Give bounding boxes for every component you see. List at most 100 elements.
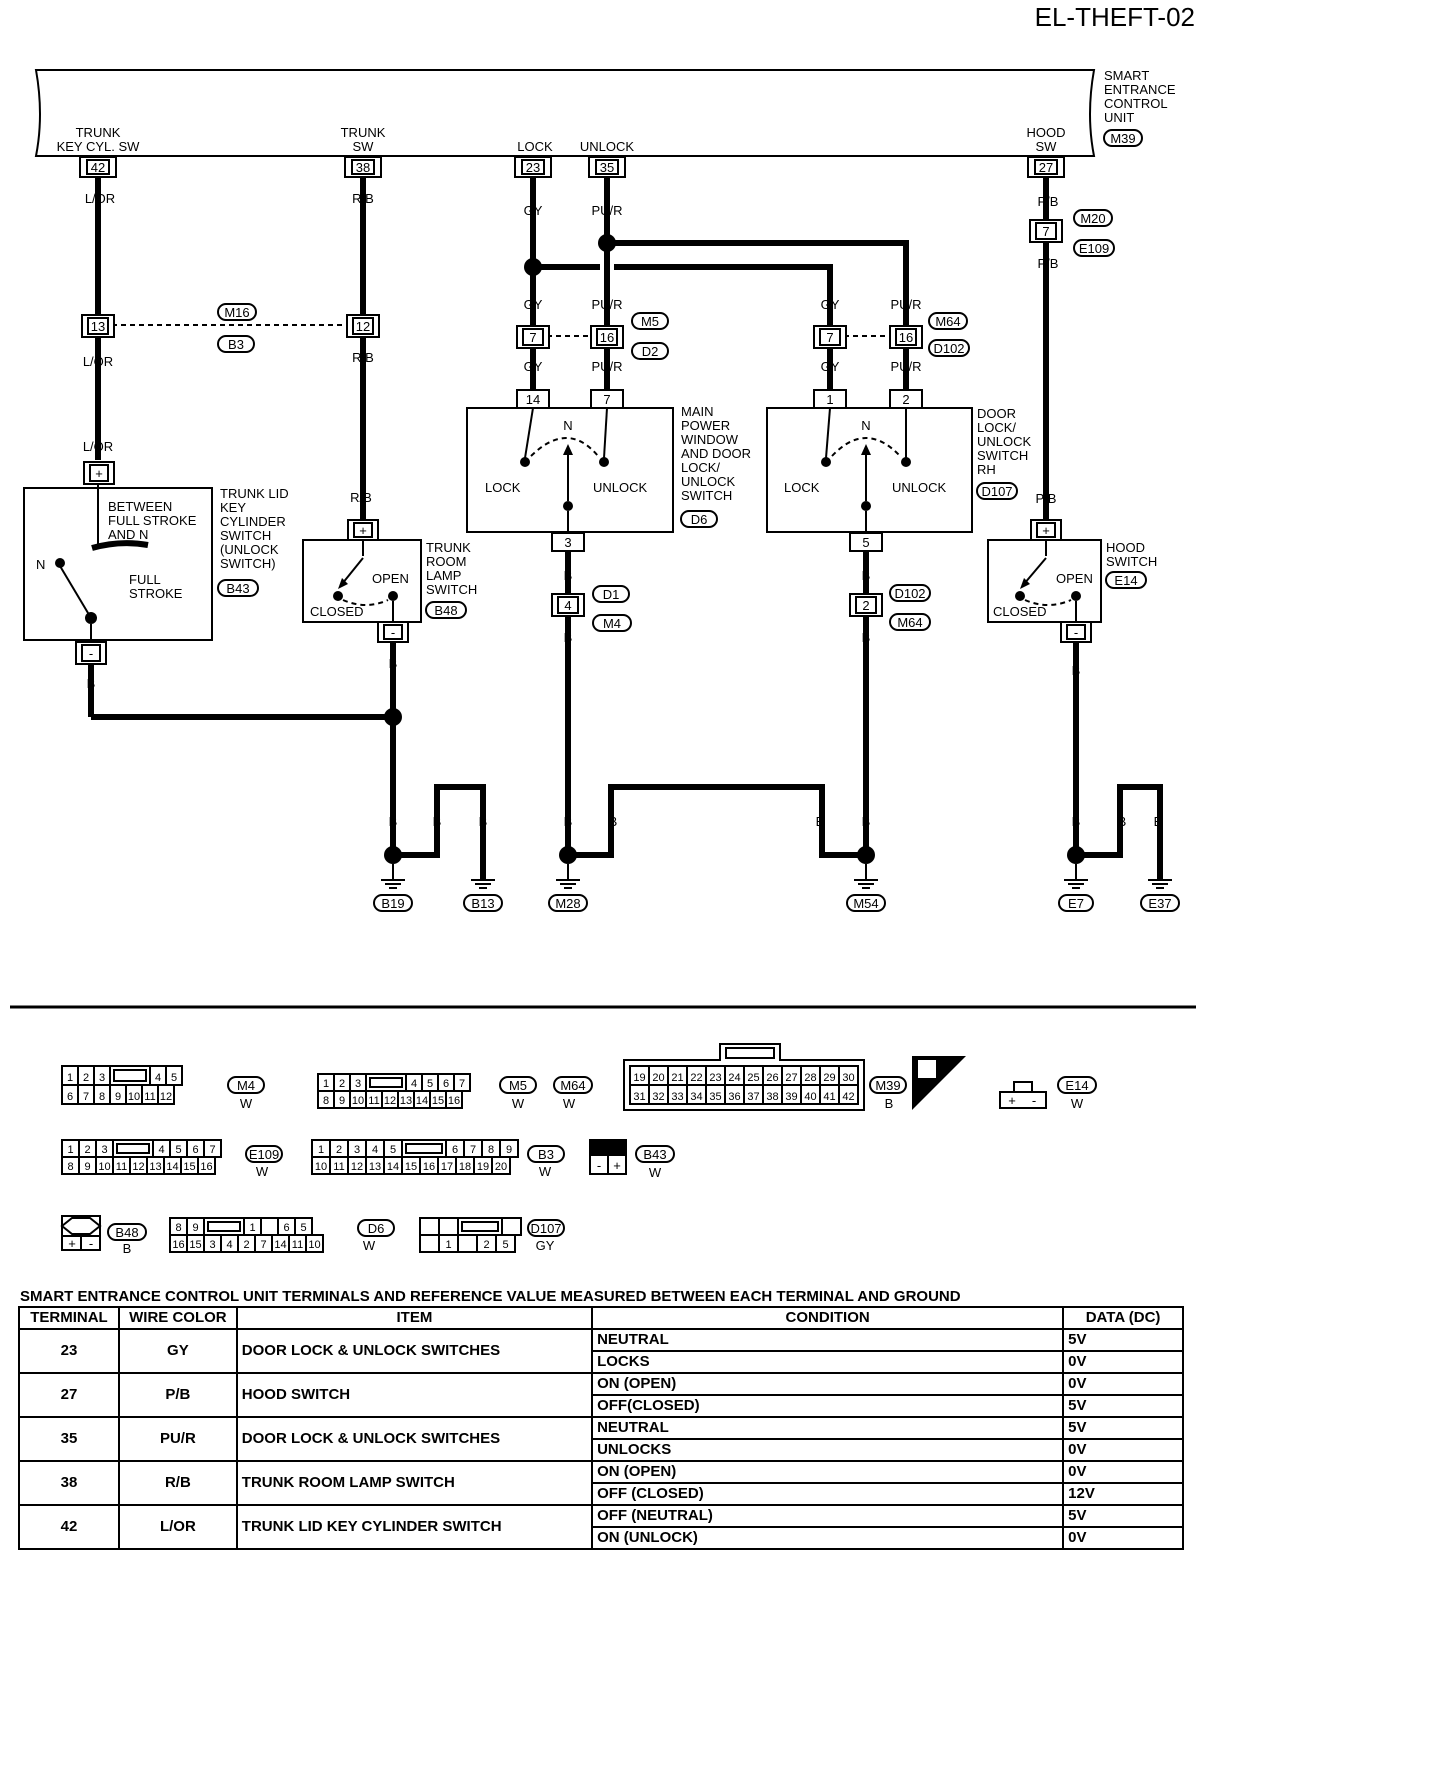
svg-text:UNLOCK: UNLOCK xyxy=(593,480,648,495)
pin-number: 8 xyxy=(488,1144,494,1156)
wire-label: P/B xyxy=(1038,194,1059,209)
table-cell-condition: ON (OPEN) xyxy=(591,1460,1065,1484)
door-lock-unlock-switch-rh: N LOCK UNLOCK DOOR LOCK/ UNLOCK SWITCH R… xyxy=(766,406,1032,533)
wire-label: B xyxy=(609,814,618,829)
connector-view-b43: - + B43 W xyxy=(589,1139,675,1180)
pin-number: 36 xyxy=(728,1091,740,1103)
svg-text:POWER: POWER xyxy=(681,418,730,433)
pin-number: 9 xyxy=(192,1222,198,1234)
smart-entrance-control-unit: SMART ENTRANCE CONTROL UNIT M39 TRUNK KE… xyxy=(34,68,1176,157)
table-cell-data: 5V xyxy=(1062,1504,1184,1528)
svg-text:LOCK/: LOCK/ xyxy=(977,420,1016,435)
pin-number: 42 xyxy=(842,1091,854,1103)
pin-number: 22 xyxy=(690,1072,702,1084)
terminal-label: SW xyxy=(1036,139,1058,154)
pin-number: 10 xyxy=(128,1091,140,1103)
connector-id: M64 xyxy=(560,1078,585,1093)
terminal-label: TRUNK xyxy=(341,125,386,140)
table-row: ON (UNLOCK)0V xyxy=(19,1526,1184,1550)
svg-text:B: B xyxy=(123,1241,132,1256)
pin-number: 2 xyxy=(83,1072,89,1084)
pin-number: 32 xyxy=(652,1091,664,1103)
svg-text:CYLINDER: CYLINDER xyxy=(220,514,286,529)
table-cell-data: 0V xyxy=(1062,1438,1184,1462)
table-cell-terminal: 23 xyxy=(18,1328,120,1374)
terminal-label: SW xyxy=(353,139,375,154)
table-header: ITEM xyxy=(235,1306,594,1330)
terminal-label: KEY CYL. SW xyxy=(57,139,141,154)
pin-number: 38 xyxy=(766,1091,778,1103)
pin-number: 13 xyxy=(149,1161,161,1173)
svg-text:AND N: AND N xyxy=(108,527,148,542)
svg-text:TRUNK: TRUNK xyxy=(426,540,471,555)
pin-number: 28 xyxy=(804,1072,816,1084)
pin-number: 19 xyxy=(477,1161,489,1173)
connector-id: B43 xyxy=(226,581,249,596)
svg-text:FULL: FULL xyxy=(129,572,161,587)
pin-number: 3 xyxy=(209,1239,215,1251)
table-cell-item: DOOR LOCK & UNLOCK SWITCHES xyxy=(235,1416,594,1462)
pin-number: 25 xyxy=(747,1072,759,1084)
pin-number: 15 xyxy=(432,1095,444,1107)
pin-number: 16 xyxy=(172,1239,184,1251)
pin-number: 9 xyxy=(339,1095,345,1107)
svg-text:UNLOCK: UNLOCK xyxy=(892,480,947,495)
pin-number: 1 xyxy=(67,1072,73,1084)
pin-38: 38 xyxy=(356,160,370,175)
wire-label: B xyxy=(564,568,573,583)
table-cell-terminal: 27 xyxy=(18,1372,120,1418)
svg-text:N: N xyxy=(861,418,870,433)
table-cell-condition: NEUTRAL xyxy=(591,1328,1065,1352)
pin-number: 17 xyxy=(441,1161,453,1173)
pin-7: 7 xyxy=(529,330,536,345)
pin-number: 7 xyxy=(260,1239,266,1251)
connector-id: D102 xyxy=(933,341,964,356)
pin-number: 10 xyxy=(315,1161,327,1173)
ground-id: E7 xyxy=(1068,896,1084,911)
svg-text:W: W xyxy=(649,1165,662,1180)
table-cell-terminal: 42 xyxy=(18,1504,120,1550)
terminal-label: HOOD xyxy=(1027,125,1066,140)
pin-number: 41 xyxy=(823,1091,835,1103)
splice-points xyxy=(384,234,616,726)
table-cell-terminal: 38 xyxy=(18,1460,120,1506)
wire-label: B xyxy=(564,814,573,829)
pin-number: 5 xyxy=(171,1072,177,1084)
wire-label: B xyxy=(1072,663,1081,678)
pin-14: 14 xyxy=(526,392,540,407)
connector-color: GY xyxy=(536,1238,555,1253)
table-header: DATA (DC) xyxy=(1062,1306,1184,1330)
pin-number: 10 xyxy=(308,1239,320,1251)
svg-text:BETWEEN: BETWEEN xyxy=(108,499,172,514)
svg-text:-: - xyxy=(1032,1093,1036,1108)
connector-pins: 42 38 23 35 27 13 12 7 16 7 16 7 14 7 1 … xyxy=(75,156,1092,665)
svg-text:-: - xyxy=(89,1236,93,1251)
wire-label: B xyxy=(1154,814,1163,829)
svg-text:B48: B48 xyxy=(115,1225,138,1240)
ecu-name-line: UNIT xyxy=(1104,110,1134,125)
pin-number: 2 xyxy=(483,1239,489,1251)
pin-number: 20 xyxy=(495,1161,507,1173)
connector-id: B48 xyxy=(434,603,457,618)
svg-text:UNLOCK: UNLOCK xyxy=(977,434,1032,449)
wire-label: GY xyxy=(524,359,543,374)
pin-35: 35 xyxy=(600,160,614,175)
svg-text:-: - xyxy=(597,1158,601,1173)
pin-number: 5 xyxy=(427,1078,433,1090)
table-cell-condition: OFF (CLOSED) xyxy=(591,1482,1065,1506)
connector-color: W xyxy=(363,1238,376,1253)
pin-number: 30 xyxy=(842,1072,854,1084)
pin-3: 3 xyxy=(564,535,571,550)
wire-label: L/OR xyxy=(83,354,113,369)
wire-label: PU/R xyxy=(890,297,921,312)
pin-number: 29 xyxy=(823,1072,835,1084)
pin-number: 1 xyxy=(67,1144,73,1156)
ecu-name-line: ENTRANCE xyxy=(1104,82,1176,97)
